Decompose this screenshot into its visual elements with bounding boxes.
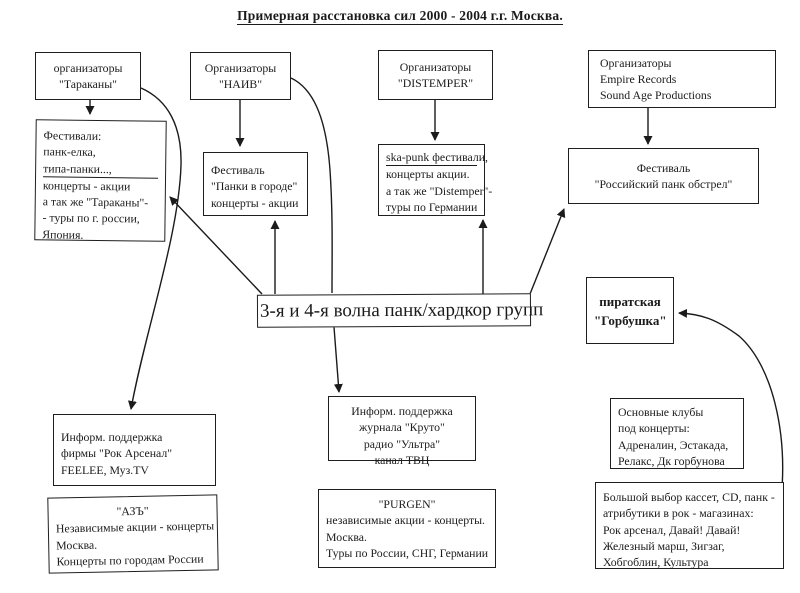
text-line: концерты - акции <box>42 178 131 194</box>
text-line: Япония. <box>42 227 84 242</box>
box-naiv-festival: Фестиваль "Панки в городе" концерты - ак… <box>203 152 308 216</box>
text-line: Основные клубы <box>618 405 704 419</box>
central-label: 3-я и 4-я волна панк/хардкор групп <box>259 299 544 322</box>
box-inform-rock-arsenal: Информ. поддержка фирмы "Рок Арсенал" FE… <box>53 414 216 486</box>
text-line: Empire Records <box>600 71 677 86</box>
arrow-central-to-tarakany-fest <box>169 196 263 295</box>
diagram-title: Примерная расстановка сил 2000 - 2004 г.… <box>237 8 563 25</box>
text-line: Организаторы <box>204 60 277 75</box>
box-russian-punk-festival: Фестиваль "Российский панк обстрел" <box>568 148 759 204</box>
text-line: - туры по г. россии, <box>42 210 140 226</box>
text-line: Фестиваль <box>636 160 691 175</box>
text-line: Организаторы <box>600 55 672 70</box>
box-pirate-gorbushka: пиратская "Горбушка" <box>586 277 674 344</box>
text-line: "Панки в городе" <box>211 179 298 194</box>
text-line: Концерты по городам России <box>56 551 204 569</box>
text-line: "PURGEN" <box>378 497 436 511</box>
text-line: а так же "Distemper"- <box>386 183 493 198</box>
text-line: Большой выбор кассет, CD, панк - <box>603 490 775 504</box>
text-line: фирмы "Рок Арсенал" <box>61 446 173 461</box>
box-rock-shops-merch: Большой выбор кассет, CD, панк - атрибут… <box>595 482 784 569</box>
text-line: "НАИВ" <box>218 77 263 91</box>
box-purgen-independent-actions: "PURGEN" независимые акции - концерты. М… <box>318 489 496 568</box>
text-line: Релакс, Дк горбунова <box>618 453 725 468</box>
text-line: туры по Германии <box>386 199 478 214</box>
text-line: Адреналин, Эстакада, <box>618 437 729 452</box>
arrow-tarakany-curve-to-inform-firm <box>128 87 182 410</box>
box-tarakany-festivals: Фестивали: панк-елка, типа-панки..., кон… <box>34 119 167 242</box>
text-line: Железный марш, Зигзаг, <box>603 538 725 553</box>
text-line: панк-елка, <box>43 144 96 160</box>
text-line: журнала "Круто" <box>359 420 445 435</box>
box-tarakany-organizers: организаторы "Тараканы" <box>35 52 141 100</box>
box-az-independent-actions: "АЗЪ" Независимые акции - концерты Москв… <box>47 494 219 574</box>
text-line: "Горбушка" <box>594 312 667 328</box>
text-line: Фестивали: <box>43 128 102 144</box>
box-main-concert-clubs: Основные клубы под концерты: Адреналин, … <box>610 398 744 469</box>
text-line: Sound Age Productions <box>600 88 712 103</box>
box-distemper-festivals: ska-punk фестивали, концерты акции. а та… <box>378 144 493 216</box>
text-line: Рок арсенал, Давай! Давай! <box>603 522 741 537</box>
text-line: Информ. поддержка <box>61 430 163 444</box>
text-line-underlined: типа-панки..., <box>43 159 159 179</box>
box-inform-kruto-ultra-tvc: Информ. поддержка журнала "Круто" радио … <box>328 396 476 467</box>
text-line: радио "Ультра" <box>363 436 441 451</box>
arrow-shops-curve-to-gorbushka <box>678 308 784 501</box>
text-line: Туры по России, СНГ, Германии <box>326 545 489 560</box>
box-central-punk-hardcore-groups: 3-я и 4-я волна панк/хардкор групп <box>256 293 544 328</box>
text-line: организаторы <box>53 60 123 75</box>
text-line: под концерты: <box>618 421 690 436</box>
text-line: Организаторы <box>399 59 472 74</box>
text-line: "Российский панк обстрел" <box>594 177 733 191</box>
text-line: атрибутики в рок - магазинах: <box>603 506 754 521</box>
box-naiv-organizers: Организаторы "НАИВ" <box>190 52 291 100</box>
arrow-central-to-inform-journal <box>333 326 343 393</box>
text-line: концерты акции. <box>386 167 470 182</box>
text-line: концерты - акции <box>211 195 299 210</box>
text-line: Фестиваль <box>211 163 265 177</box>
text-line: "Тараканы" <box>59 77 117 91</box>
box-distemper-organizers: Организаторы "DISTEMPER" <box>378 50 493 100</box>
text-line: FEELEE, Муз.TV <box>61 462 149 477</box>
text-line: "DISTEMPER" <box>397 76 474 90</box>
text-line: канал ТВЦ <box>374 452 430 467</box>
box-empire-organizers: Организаторы Empire Records Sound Age Pr… <box>588 50 776 108</box>
text-line: а так же "Тараканы"- <box>42 194 149 210</box>
arrow-central-to-russian-fest <box>529 208 566 295</box>
line-naiv-to-central <box>290 77 333 294</box>
text-line: пиратская <box>599 293 661 309</box>
text-line: Хобгоблин, Культура <box>603 555 709 570</box>
text-line: Москва. <box>326 529 367 544</box>
text-line: независимые акции - концерты. <box>326 513 485 528</box>
text-line-underlined: ska-punk фестивали, <box>386 149 488 167</box>
text-line: Информ. поддержка <box>351 404 453 418</box>
